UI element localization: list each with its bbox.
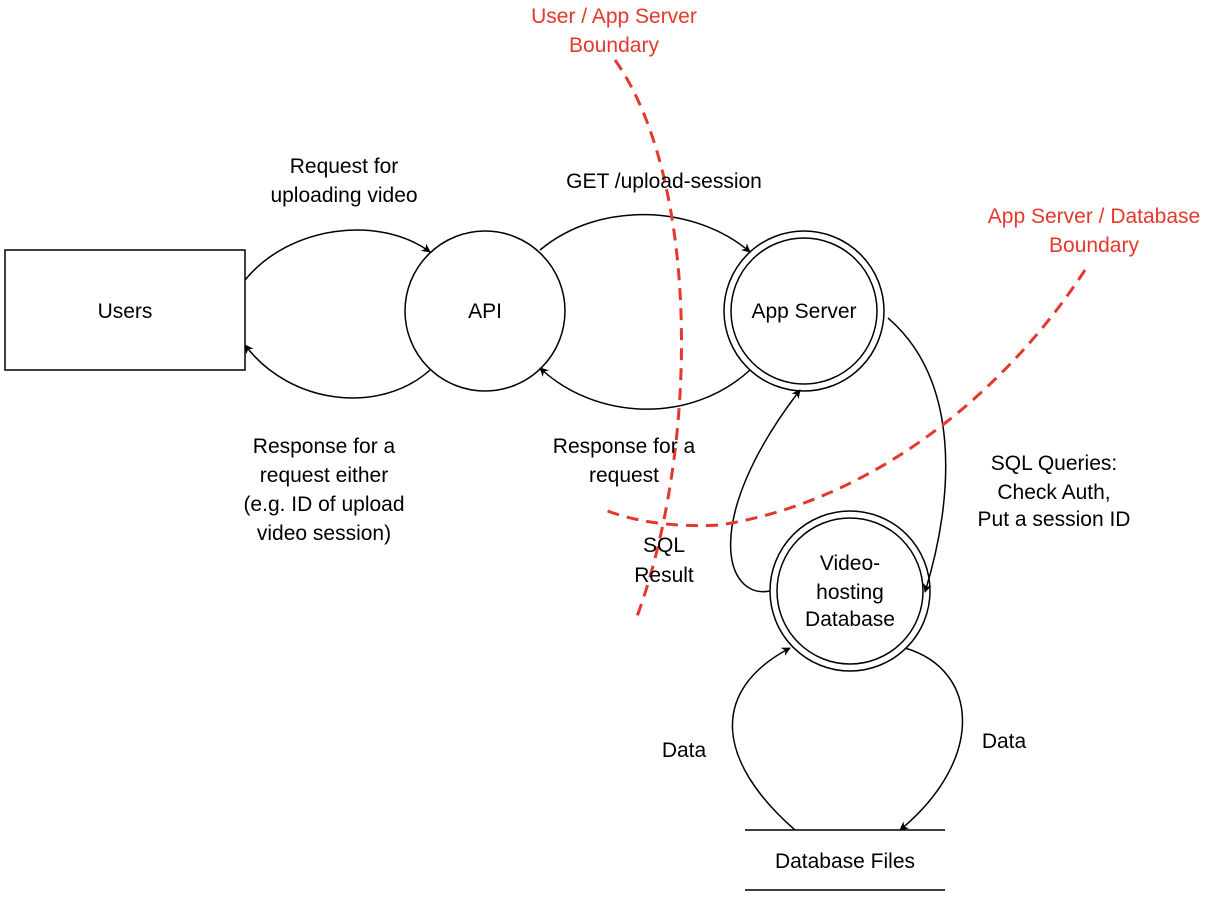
flow-appserver-to-api bbox=[539, 367, 751, 410]
label-response-user: request either bbox=[260, 464, 388, 487]
label-request: uploading video bbox=[270, 184, 417, 207]
app-server-node[interactable] bbox=[723, 230, 885, 392]
users-label: Users bbox=[98, 300, 153, 323]
flow-database-to-files bbox=[899, 647, 964, 831]
label-response-api: Response for a bbox=[553, 435, 696, 458]
label-sql-queries: SQL Queries: bbox=[991, 452, 1117, 475]
label-sql-queries: Check Auth, bbox=[997, 481, 1110, 504]
database-label-line2: hosting bbox=[816, 581, 884, 604]
user-app-boundary-line bbox=[613, 59, 683, 623]
label-data-right: Data bbox=[982, 730, 1027, 753]
label-response-user: Response for a bbox=[253, 435, 396, 458]
user-app-boundary-label: User / App Server bbox=[531, 5, 697, 28]
flow-appserver-to-database bbox=[887, 317, 947, 593]
user-app-boundary-label: Boundary bbox=[569, 34, 659, 57]
database-files-label: Database Files bbox=[775, 850, 915, 873]
api-label: API bbox=[468, 300, 502, 323]
label-sql-result: Result bbox=[634, 564, 694, 587]
app-db-boundary-line bbox=[604, 269, 1087, 528]
app-db-boundary-label: Boundary bbox=[1049, 234, 1139, 257]
label-data-left: Data bbox=[662, 739, 707, 762]
app-db-boundary-label: App Server / Database bbox=[988, 205, 1200, 228]
database-files-store[interactable] bbox=[745, 829, 945, 891]
label-response-api: request bbox=[589, 464, 659, 487]
flow-users-to-api bbox=[244, 229, 431, 281]
label-get-upload-session: GET /upload-session bbox=[566, 170, 762, 193]
label-response-user: video session) bbox=[257, 522, 391, 545]
app-server-label: App Server bbox=[751, 300, 856, 323]
flow-api-to-appserver bbox=[539, 213, 751, 253]
label-request: Request for bbox=[290, 155, 399, 178]
database-label-line1: Video- bbox=[820, 552, 880, 575]
label-sql-result: SQL bbox=[643, 534, 685, 557]
api-node[interactable] bbox=[404, 230, 566, 392]
flow-api-to-users bbox=[244, 344, 431, 399]
users-box[interactable] bbox=[4, 249, 246, 371]
label-response-user: (e.g. ID of upload bbox=[243, 493, 404, 516]
flow-database-to-appserver bbox=[729, 389, 801, 593]
database-label-line3: Database bbox=[805, 608, 895, 631]
label-sql-queries: Put a session ID bbox=[978, 508, 1131, 531]
flow-files-to-database bbox=[731, 647, 796, 831]
